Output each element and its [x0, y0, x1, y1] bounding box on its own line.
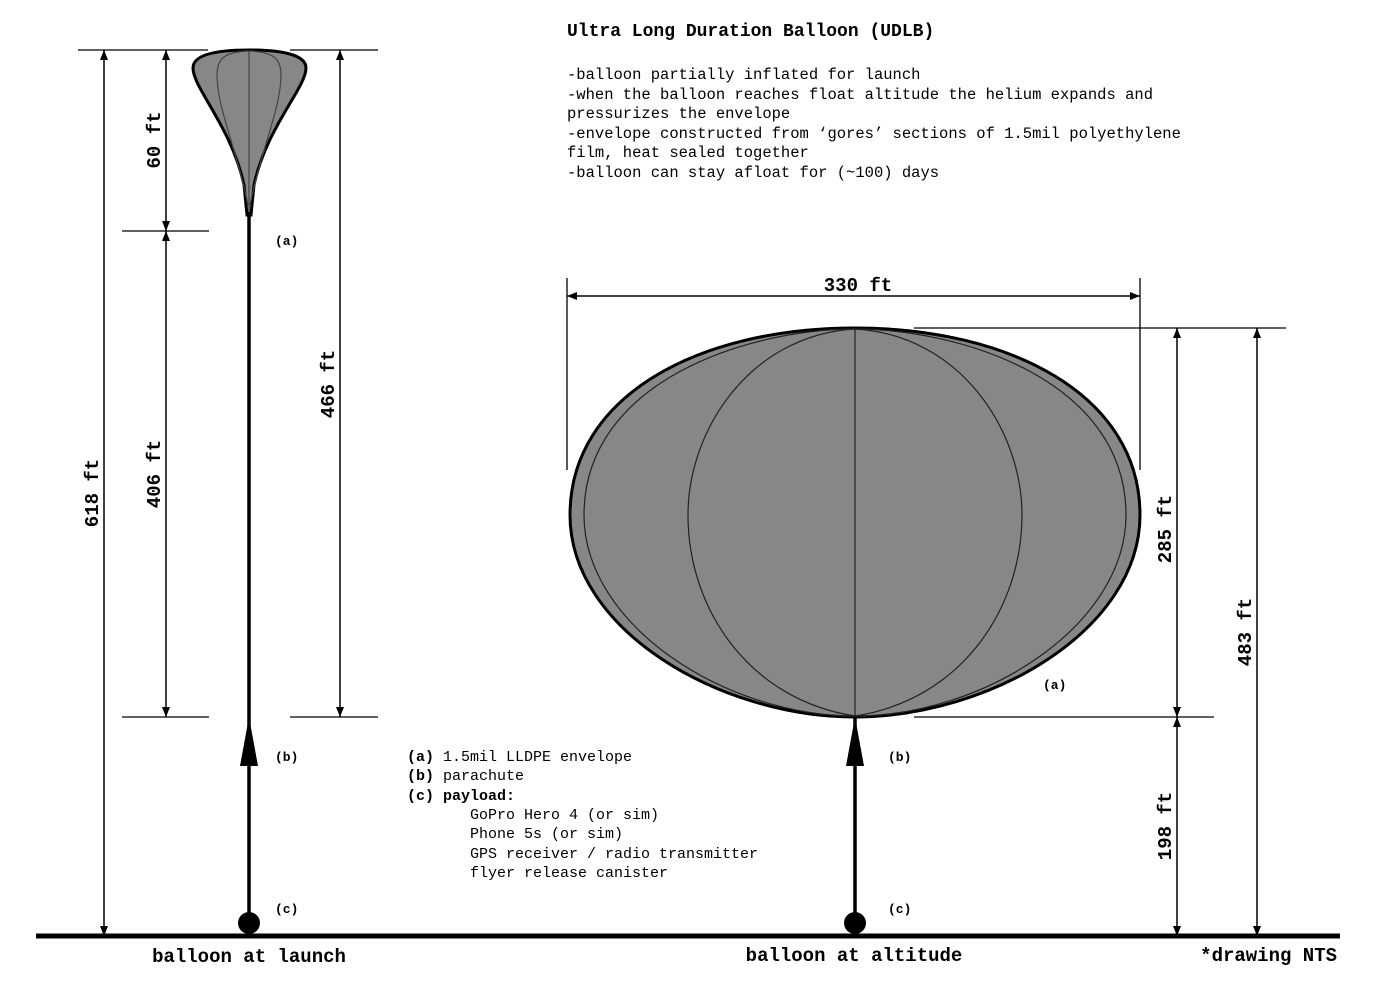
note-line: film, heat sealed together — [567, 144, 809, 162]
altitude-label-b: (b) — [888, 750, 911, 765]
payload-item: GoPro Hero 4 (or sim) — [470, 807, 659, 824]
altitude-gore-line — [583, 328, 856, 717]
payload-item: GPS receiver / radio transmitter — [470, 846, 758, 863]
altitude-label-a: (a) — [1043, 678, 1066, 693]
legend-text-c: payload: — [443, 788, 515, 805]
altitude-below-dim-label: 198 ft — [1155, 792, 1177, 860]
legend-key-a: (a) — [407, 749, 434, 766]
launch-extension-lines — [78, 49, 378, 718]
note-line: -balloon can stay afloat for (~100) days — [567, 164, 939, 182]
launch-envelope-dim-label: 60 ft — [144, 111, 166, 168]
legend-text-b: parachute — [443, 768, 524, 785]
altitude-parachute — [846, 717, 864, 766]
altitude-gore-line — [854, 328, 1023, 717]
launch-parachute — [240, 717, 258, 766]
altitude-payload — [844, 912, 866, 934]
launch-right-dim-label: 466 ft — [318, 350, 340, 418]
altitude-gore-line — [854, 328, 1127, 717]
altitude-extension-lines — [566, 278, 1286, 718]
note-line: -envelope constructed from ‘gores’ secti… — [567, 125, 1181, 143]
note-line: -balloon partially inflated for launch — [567, 66, 920, 84]
payload-item: flyer release canister — [470, 865, 668, 882]
payload-item: Phone 5s (or sim) — [470, 826, 623, 843]
diagram-title: Ultra Long Duration Balloon (UDLB) — [567, 22, 934, 42]
launch-gore-line — [248, 50, 282, 206]
legend-text-a: 1.5mil LLDPE envelope — [443, 749, 632, 766]
launch-caption: balloon at launch — [152, 946, 346, 968]
launch-label-b: (b) — [275, 750, 298, 765]
launch-balloon — [191, 48, 308, 934]
launch-label-a: (a) — [275, 234, 298, 249]
launch-payload — [238, 912, 260, 934]
altitude-envelope-dim-label: 285 ft — [1155, 495, 1177, 563]
launch-label-c: (c) — [275, 902, 298, 917]
note-line: -when the balloon reaches float altitude… — [567, 86, 1153, 104]
legend-key-c: (c) — [407, 788, 434, 805]
altitude-label-c: (c) — [888, 902, 911, 917]
legend-key-b: (b) — [407, 768, 434, 785]
altitude-total-dim-label: 483 ft — [1235, 598, 1257, 666]
legend: (a) 1.5mil LLDPE envelope (b) parachute … — [407, 749, 758, 882]
footnote-nts: *drawing NTS — [1200, 945, 1337, 967]
launch-total-dim-label: 618 ft — [82, 459, 104, 527]
launch-below-dim-label: 406 ft — [144, 440, 166, 508]
launch-gore-line — [216, 50, 250, 206]
altitude-width-dim-label: 330 ft — [824, 275, 892, 297]
altitude-caption: balloon at altitude — [746, 945, 963, 967]
note-line: pressurizes the envelope — [567, 105, 790, 123]
altitude-balloon — [568, 326, 1142, 934]
altitude-gore-line — [687, 328, 856, 717]
